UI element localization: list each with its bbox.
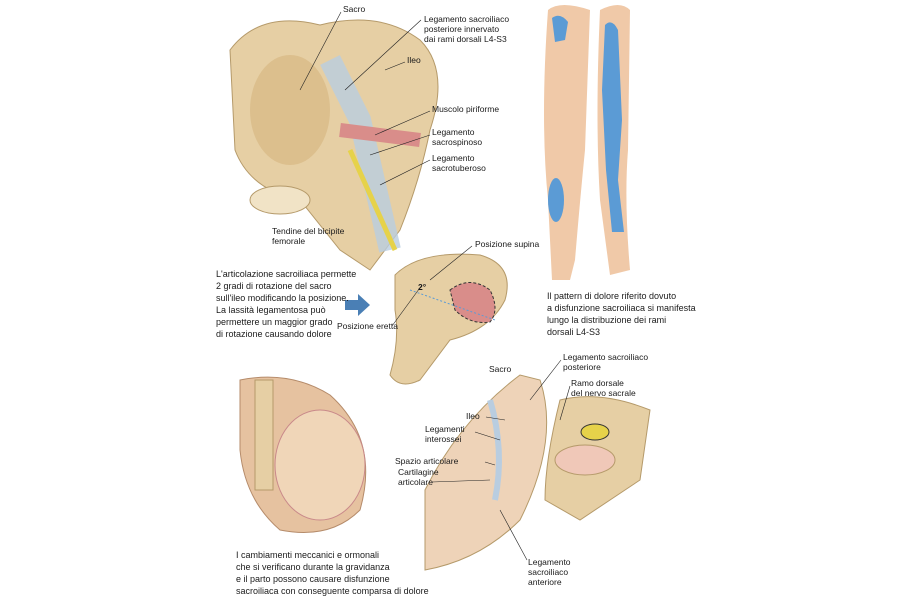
- label-upright: Posizione eretta: [337, 321, 398, 331]
- label-dorsal-ramus: Ramo dorsale del nervo sacrale: [571, 378, 636, 398]
- arrow-icon: [345, 294, 370, 316]
- joint-section-illustration: [424, 374, 651, 571]
- label-posterior-ligament: Legamento sacroiliaco posteriore: [563, 352, 649, 372]
- label-sacrotuberous: Legamento sacrotuberoso: [432, 153, 486, 173]
- label-sacro-top: Sacro: [343, 4, 366, 14]
- label-angle: 2°: [418, 282, 427, 292]
- legs-illustration: [544, 5, 630, 280]
- label-anterior-ligament: Legamento sacroiliaco anteriore: [528, 557, 571, 587]
- ilium-illustration: [389, 253, 508, 385]
- label-ileo-top: Ileo: [407, 55, 421, 65]
- pregnancy-illustration: [239, 376, 367, 533]
- caption-pain-pattern: Il pattern di dolore riferito dovuto a d…: [547, 291, 696, 337]
- label-biceps-tendon: Tendine del bicipite femorale: [272, 226, 345, 246]
- label-piriformis: Muscolo piriforme: [432, 104, 500, 114]
- pain-area-leg-back: [602, 22, 624, 233]
- caption-pregnancy: I cambiamenti meccanici e ormonali che s…: [236, 550, 429, 596]
- caption-rotation: L'articolazione sacroiliaca permette 2 g…: [216, 269, 357, 339]
- label-joint-space: Spazio articolare: [395, 456, 459, 466]
- pain-area-buttock: [552, 15, 568, 42]
- leader-lines: [299, 11, 571, 561]
- label-posterior-ligament-innervated: Legamento sacroiliaco posteriore innerva…: [424, 14, 510, 44]
- label-cartilage: Cartilagine articolare: [398, 467, 439, 487]
- label-sacrospinous: Legamento sacrospinoso: [432, 127, 483, 147]
- label-supine: Posizione supina: [475, 239, 540, 249]
- posterior-pelvis-illustration: [229, 19, 439, 271]
- label-interosseous: Legamenti interossei: [425, 424, 465, 444]
- pain-area-leg-front: [548, 178, 564, 222]
- label-sacro-bottom: Sacro: [489, 364, 512, 374]
- label-ileo-bottom: Ileo: [466, 411, 480, 421]
